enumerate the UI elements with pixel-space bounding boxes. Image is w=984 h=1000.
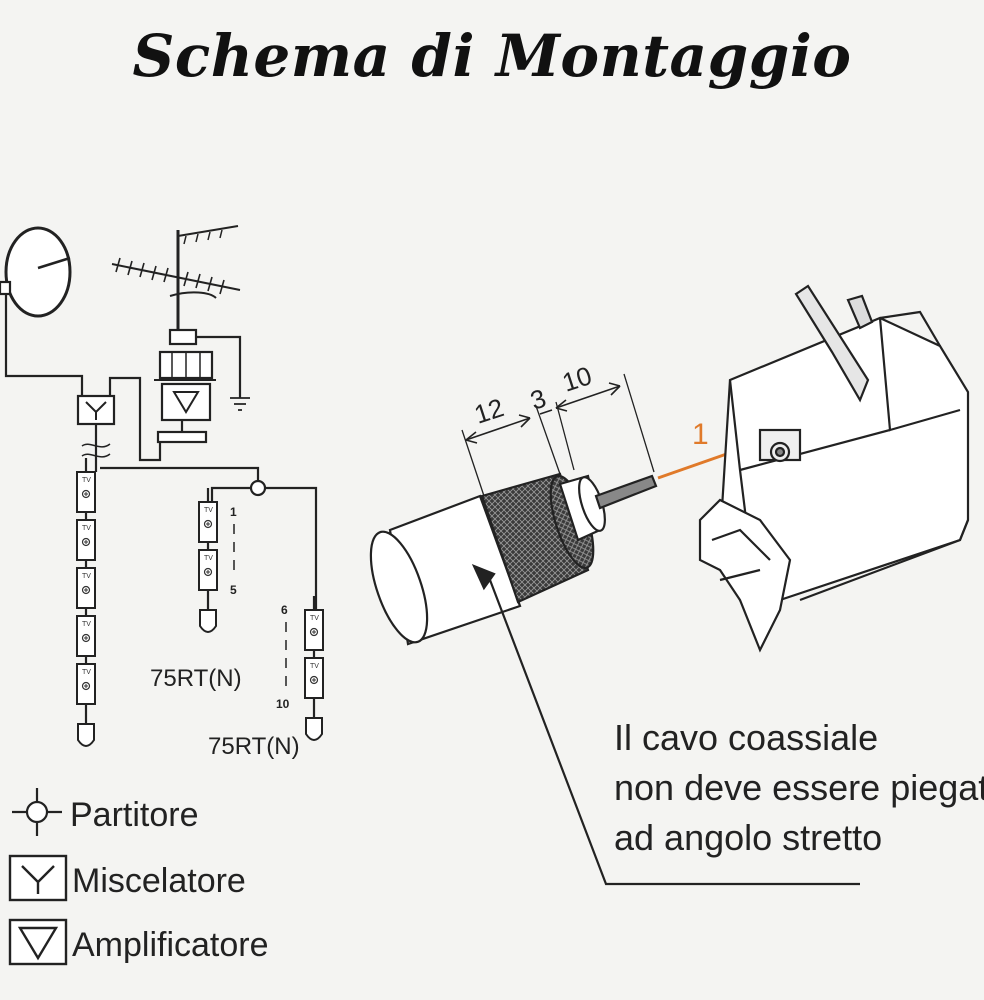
note-pointer <box>471 563 860 886</box>
mixer-icon <box>8 854 68 902</box>
terrestrial-antenna-icon <box>111 225 241 336</box>
splitter-icon <box>12 788 62 836</box>
outlet-column-branch-a: TV TV <box>198 488 218 633</box>
tv-outlet-label: TV <box>82 477 91 484</box>
legend-label-mixer: Miscelatore <box>72 862 246 900</box>
branch-b-start: 6 <box>281 603 288 617</box>
terminator-resistor-icon <box>199 609 217 633</box>
page-title: Schema di Montaggio <box>132 22 852 90</box>
tv-outlet-label: TV <box>82 573 91 580</box>
dimension-3: 3 <box>527 383 550 416</box>
tv-outlet-label: TV <box>82 621 91 628</box>
note-line-1: Il cavo coassiale <box>614 717 878 758</box>
note-line-2: non deve essere piegato <box>614 767 984 808</box>
dimension-10: 10 <box>559 360 596 397</box>
tv-outlet-label: TV <box>204 555 213 562</box>
satellite-dish-icon <box>0 226 72 318</box>
mixer-icon <box>76 394 116 426</box>
cable-jacket <box>369 494 522 646</box>
branch-b-outlet: TV <box>304 609 324 651</box>
legend: Partitore Miscelatore Amplificatore <box>8 788 269 966</box>
main-outlet: TV <box>76 567 96 609</box>
amplifier-icon <box>8 918 68 966</box>
branch-b-terminator-label: 75RT(N) <box>208 733 300 760</box>
legend-label-splitter: Partitore <box>70 796 199 834</box>
legend-item-splitter: Partitore <box>12 788 199 836</box>
tv-outlet-label: TV <box>204 507 213 514</box>
tv-outlet-label: TV <box>82 669 91 676</box>
mast-amplifier <box>154 328 250 444</box>
tv-outlet-label: TV <box>82 525 91 532</box>
outlet-column-branch-b: TV TV <box>304 596 324 741</box>
cable-core <box>594 474 658 510</box>
main-outlet: TV <box>76 663 96 705</box>
branch-a-end: 5 <box>230 583 237 597</box>
branch-a-terminator-label: 75RT(N) <box>150 665 242 692</box>
branch-b-range: 6 10 <box>276 603 290 711</box>
terminator-resistor-icon <box>77 723 95 747</box>
main-outlet: TV <box>76 519 96 561</box>
outlet-column-main: TV TV TV TV TV <box>76 458 96 747</box>
branch-a-outlet: TV <box>198 501 218 543</box>
legend-item-mixer: Miscelatore <box>8 854 246 902</box>
branch-a-outlet: TV <box>198 549 218 591</box>
branch-a-start: 1 <box>230 505 237 519</box>
tv-outlet-label: TV <box>310 663 319 670</box>
main-outlet: TV <box>76 615 96 657</box>
main-outlet: TV <box>76 471 96 513</box>
tv-outlet-label: TV <box>310 615 319 622</box>
coax-cable <box>369 472 658 646</box>
branch-b-outlet: TV <box>304 657 324 699</box>
branch-a-range: 1 5 <box>230 505 237 597</box>
legend-label-amplifier: Amplificatore <box>72 926 269 964</box>
note-line-3: ad angolo stretto <box>614 817 882 858</box>
branch-b-end: 10 <box>276 697 290 711</box>
terminator-resistor-icon <box>305 717 323 741</box>
distribution-system <box>0 225 318 610</box>
splitter-node <box>249 479 267 497</box>
tv-outlet-connector <box>698 284 970 653</box>
legend-item-amplifier: Amplificatore <box>8 918 269 966</box>
cable-note: Il cavo coassiale non deve essere piegat… <box>614 717 984 858</box>
dimension-12: 12 <box>471 392 508 429</box>
step-1-label: 1 <box>692 418 709 451</box>
